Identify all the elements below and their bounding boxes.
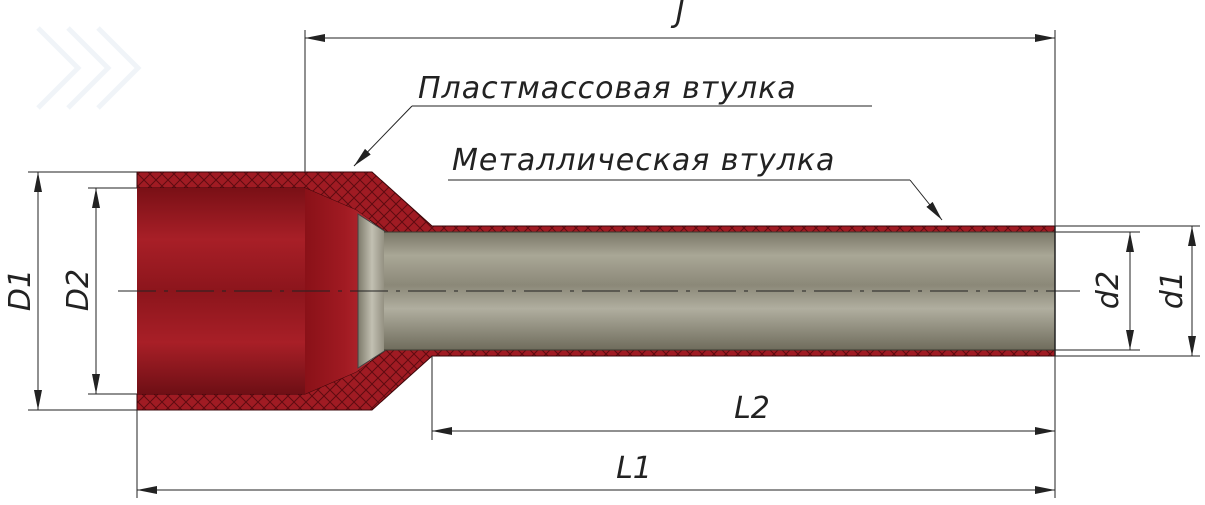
leader-plastic-sleeve <box>353 105 413 167</box>
plastic-sleeve-body <box>137 188 305 394</box>
dimension-d1-label: d1 <box>1155 271 1190 309</box>
dimension-D2-label: D2 <box>61 269 96 311</box>
dimension-l1-label: L1 <box>616 451 652 486</box>
leader-metal-sleeve <box>909 179 943 221</box>
label-plastic-sleeve: Пластмассовая втулка <box>418 71 797 106</box>
dimension-l2-label: L2 <box>734 391 770 426</box>
dimension-j-label: J <box>671 0 685 30</box>
plastic-sleeve-cone <box>305 188 370 394</box>
watermark-logo <box>36 26 142 110</box>
dimension-d2-label: d2 <box>1091 271 1126 309</box>
dimension-D1-label: D1 <box>3 269 38 311</box>
label-metal-sleeve: Металлическая втулка <box>452 143 835 178</box>
